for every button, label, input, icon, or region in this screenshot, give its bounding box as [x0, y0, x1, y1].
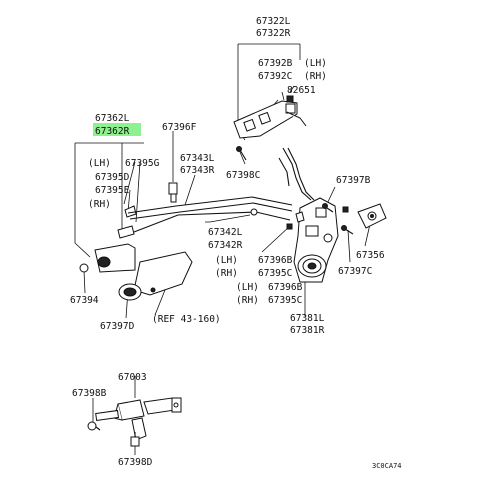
label-67395E: 67395E: [95, 185, 130, 196]
striker-67356: [357, 203, 387, 229]
door-check: [95, 397, 182, 441]
rods: [127, 147, 315, 233]
label-67322R: 67322R: [256, 28, 291, 39]
part-labels: 67322L 67322R 67392B (LH) 67392C (RH) 82…: [70, 16, 402, 470]
label-67396B: 67396B: [258, 255, 293, 266]
label-67396F: 67396F: [162, 122, 197, 133]
label-67356: 67356: [356, 250, 385, 261]
label-67398D: 67398D: [118, 457, 153, 468]
label-67381R: 67381R: [290, 325, 325, 336]
label-ref: (REF 43-160): [152, 314, 221, 325]
label-67362R: 67362R: [95, 126, 130, 137]
label-rh-2: (RH): [88, 199, 111, 210]
label-67342L: 67342L: [208, 227, 243, 238]
label-67392C: 67392C: [258, 71, 292, 82]
clip-67396f: [168, 182, 178, 203]
bolt-67398d: [130, 432, 140, 447]
label-rh-4: (RH): [236, 295, 259, 306]
label-67342R: 67342R: [208, 240, 243, 251]
handle-escutcheon: [118, 251, 193, 301]
label-67397B: 67397B: [336, 175, 371, 186]
label-67397D: 67397D: [100, 321, 135, 332]
label-67343R: 67343R: [180, 165, 215, 176]
outside-handle: [233, 95, 307, 139]
inside-handle: [79, 205, 137, 273]
label-lh-2: (LH): [88, 158, 111, 169]
label-67392B: 67392B: [258, 58, 293, 69]
label-67343L: 67343L: [180, 153, 215, 164]
label-67003: 67003: [118, 372, 147, 383]
label-67394: 67394: [70, 295, 99, 306]
label-67395D: 67395D: [95, 172, 130, 183]
label-67322L: 67322L: [256, 16, 291, 27]
label-67395C-2: 67395C: [268, 295, 302, 306]
label-67396B-2: 67396B: [268, 282, 303, 293]
label-67398C-top: 67398C: [226, 170, 260, 181]
label-67397C: 67397C: [338, 266, 372, 277]
label-67381L: 67381L: [290, 313, 325, 324]
label-rh-3: (RH): [215, 268, 238, 279]
screw-67397c: [341, 225, 354, 235]
screw-67398c-top: [236, 146, 247, 161]
label-lh-3: (LH): [215, 255, 238, 266]
door-lock: [286, 197, 339, 283]
label-lh-1: (LH): [304, 58, 327, 69]
label-67395C-1: 67395C: [258, 268, 292, 279]
label-lh-4: (LH): [236, 282, 259, 293]
label-82651: 82651: [287, 85, 316, 96]
label-diagram-code: 3C0CA74: [372, 462, 402, 470]
highlight-67362R: [93, 123, 141, 136]
screw-67397b: [322, 203, 349, 213]
label-67395G: 67395G: [125, 158, 160, 169]
label-rh-1: (RH): [304, 71, 327, 82]
label-67398B: 67398B: [72, 388, 107, 399]
screw-67398b: [87, 421, 101, 431]
label-67362L: 67362L: [95, 113, 130, 124]
